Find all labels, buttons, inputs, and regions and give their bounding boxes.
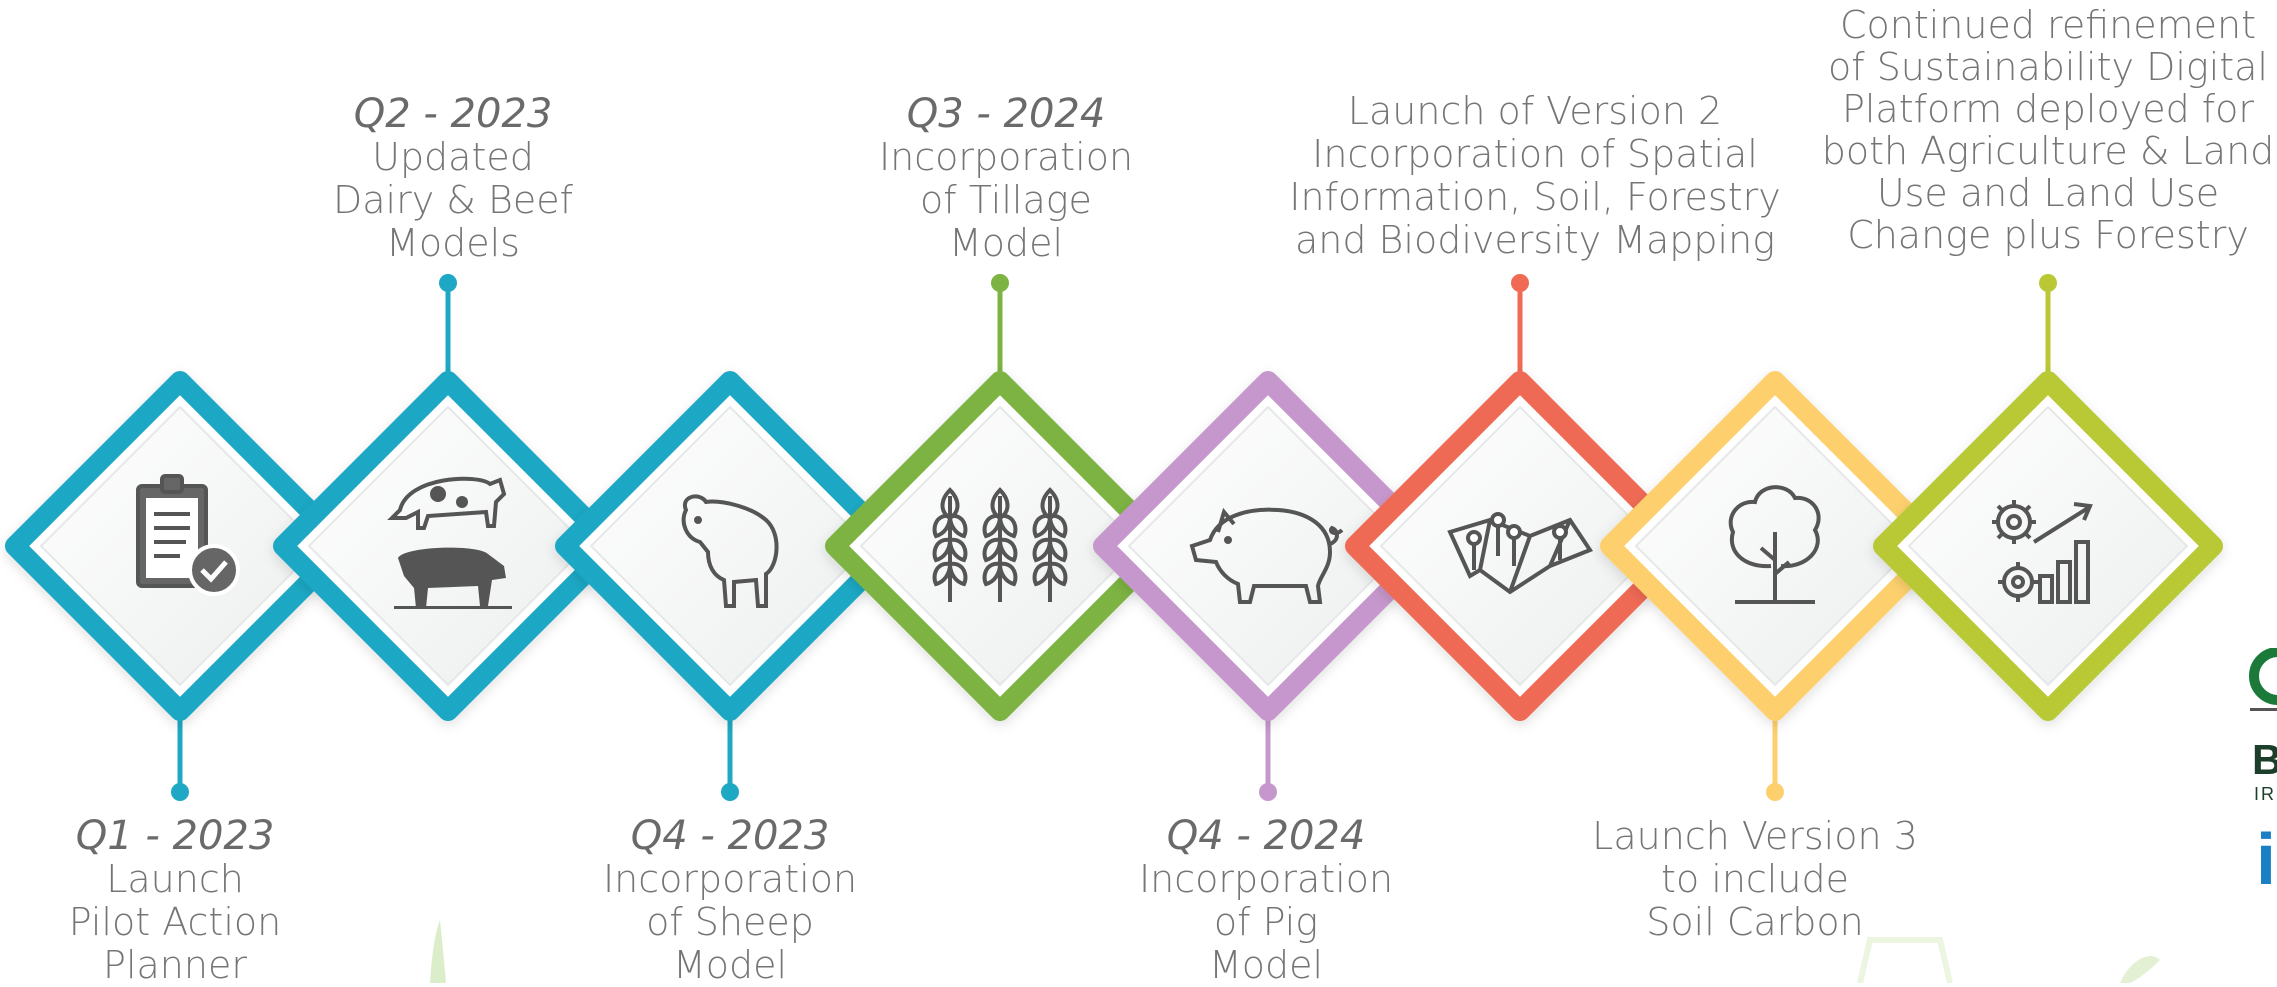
- pig-icon: [1189, 507, 1344, 604]
- milestone-diamond-m8: [1873, 371, 2223, 721]
- connector-dot-m6: [1511, 274, 1529, 292]
- cow-icon: [387, 476, 512, 609]
- connector-dot-m8: [2039, 274, 2057, 292]
- diamond-tile: [308, 406, 588, 686]
- milestone-period: Q1 - 2023: [75, 813, 275, 859]
- connector-dot-m4: [991, 274, 1009, 292]
- milestone-text: Updated Dairy & Beef Models: [332, 135, 574, 265]
- milestone-text: Launch Pilot Action Planner: [68, 857, 282, 987]
- sheep-icon: [681, 494, 779, 608]
- milestone-label-m5: Q4 - 2024 Incorporation of Pig Model: [1126, 815, 1406, 987]
- tree-icon: [1728, 485, 1821, 604]
- milestone-text: Incorporation of Tillage Model: [878, 135, 1134, 265]
- milestone-diamond-m5: [1093, 371, 1443, 721]
- diamond-tile: [1380, 406, 1660, 686]
- connector-dot-m7: [1766, 783, 1784, 801]
- bord-bia-logo: B: [2252, 738, 2277, 782]
- map-pins-icon: [1447, 512, 1594, 595]
- milestone-diamond-m6: [1345, 371, 1695, 721]
- milestone-period: Q4 - 2024: [1166, 813, 1366, 859]
- milestone-label-m2: Q2 - 2023 Updated Dairy & Beef Models: [318, 93, 588, 265]
- gears-growth-chart-icon: [1992, 500, 2093, 604]
- wheat-icon: [932, 487, 1068, 602]
- milestone-period: Q2 - 2023: [353, 91, 553, 137]
- bord-bia-letter: B: [2252, 736, 2277, 783]
- milestone-text: Incorporation of Pig Model: [1138, 857, 1394, 987]
- icon-layer: [136, 474, 2093, 609]
- milestone-period: Q4 - 2023: [630, 813, 830, 859]
- partner-logo-3-letter: i: [2256, 820, 2277, 900]
- connector-dot-m3: [721, 783, 739, 801]
- bord-bia-ireland: IRI: [2254, 784, 2277, 804]
- milestone-diamond-m3: [555, 371, 905, 721]
- partner-logo-3: i: [2256, 820, 2276, 900]
- diamond-tile: [1908, 406, 2188, 686]
- connector-dot-m5: [1259, 783, 1277, 801]
- diamond-row: [5, 371, 2223, 721]
- milestone-diamond-m2: [273, 371, 623, 721]
- background-decoration: [430, 920, 2160, 983]
- connector-dot-m1: [171, 783, 189, 801]
- milestone-text: Continued refinement of Sustainability D…: [1821, 3, 2275, 257]
- milestone-label-m7: Launch Version 3 to include Soil Carbon: [1560, 815, 1950, 944]
- partner-logo-1: [2244, 647, 2277, 716]
- connector-stems: [171, 274, 2057, 801]
- milestone-label-m6: Launch of Version 2 Incorporation of Spa…: [1280, 90, 1790, 262]
- milestone-text: Launch Version 3 to include Soil Carbon: [1592, 814, 1918, 944]
- milestone-label-m4: Q3 - 2024 Incorporation of Tillage Model: [866, 93, 1146, 265]
- milestone-label-m1: Q1 - 2023 Launch Pilot Action Planner: [40, 815, 310, 987]
- clipboard-check-icon: [136, 474, 240, 596]
- milestone-label-m3: Q4 - 2023 Incorporation of Sheep Model: [590, 815, 870, 987]
- connector-dot-m2: [439, 274, 457, 292]
- bord-bia-tagline: IRI: [2254, 784, 2277, 805]
- milestone-period: Q3 - 2024: [906, 91, 1106, 137]
- diamond-tile: [1128, 406, 1408, 686]
- milestone-text: Incorporation of Sheep Model: [602, 857, 858, 987]
- milestone-label-m8: Continued refinement of Sustainability D…: [1818, 4, 2277, 256]
- milestone-text: Launch of Version 2 Incorporation of Spa…: [1289, 89, 1781, 262]
- diamond-tile: [590, 406, 870, 686]
